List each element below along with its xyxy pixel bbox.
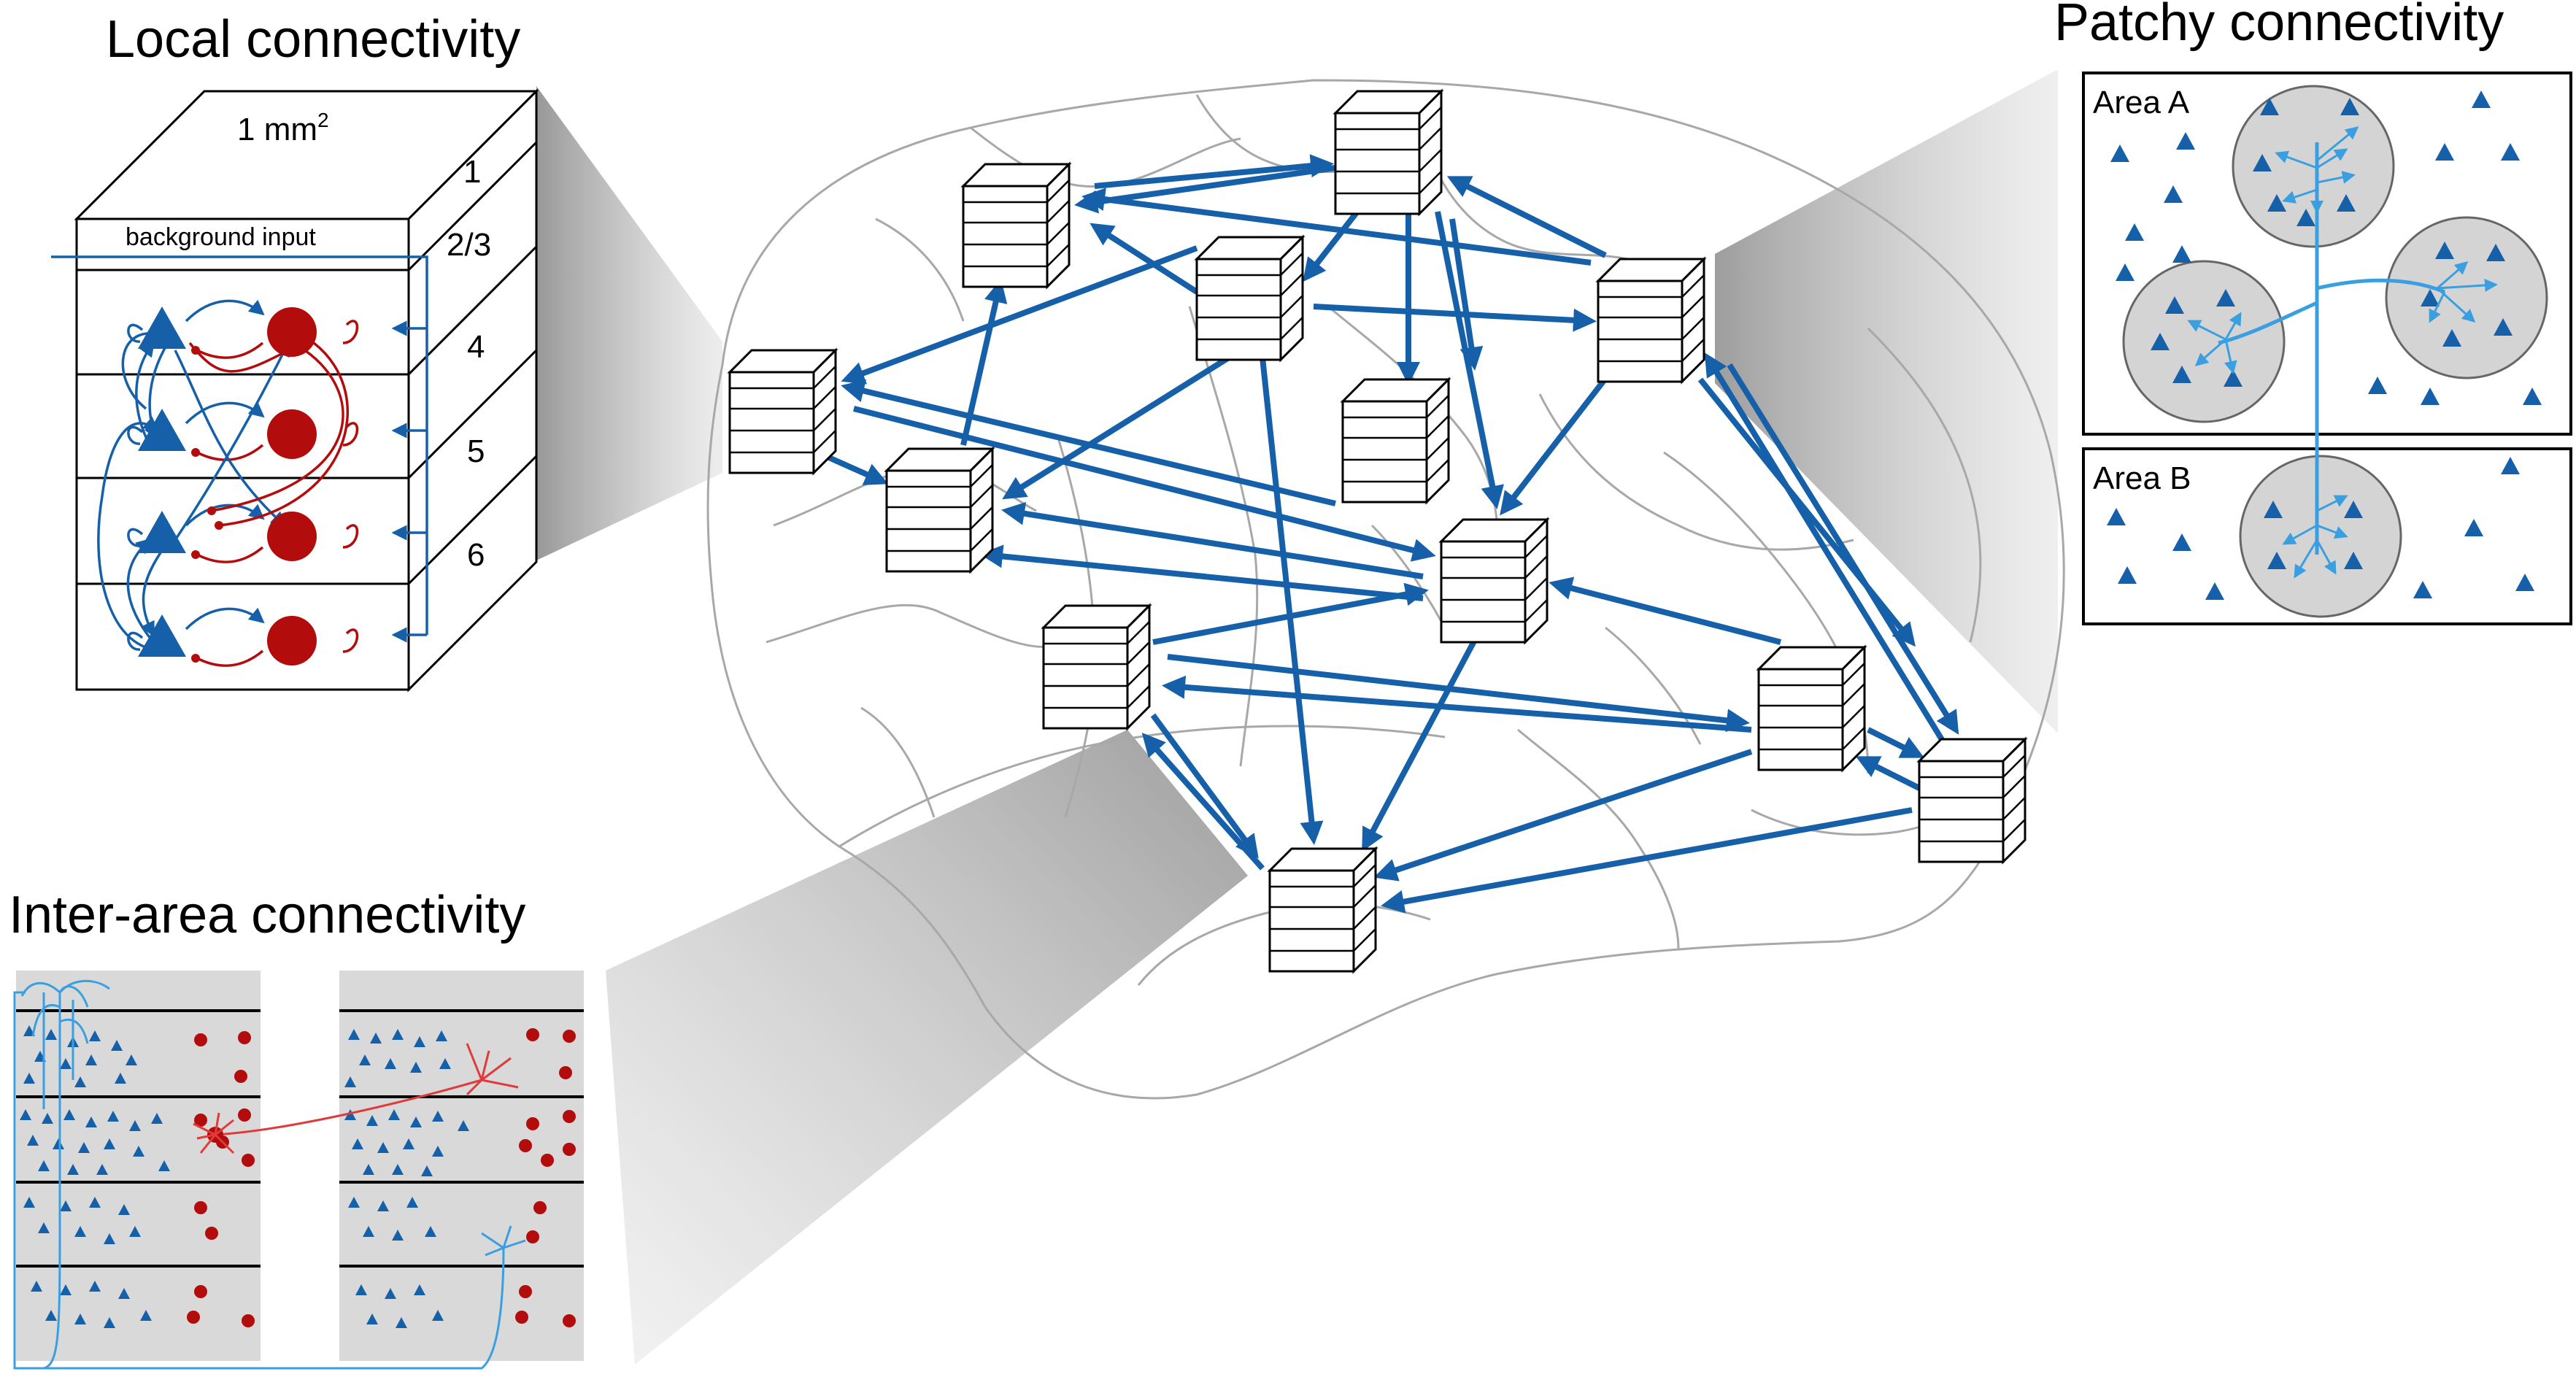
layer-label-5: 5 bbox=[467, 433, 485, 469]
area-cube bbox=[1268, 847, 1377, 973]
inter-area-connectivity-title: Inter-area connectivity bbox=[9, 886, 525, 944]
patchy-connectivity-title: Patchy connectivity bbox=[2054, 0, 2504, 52]
area-a-panel bbox=[2082, 72, 2572, 436]
excitatory-population-l4 bbox=[138, 409, 186, 451]
inhibitory-population-l23 bbox=[267, 307, 317, 357]
zoom-funnel-inter bbox=[606, 730, 1248, 1365]
area-b-panel bbox=[2082, 447, 2572, 625]
area-a-label: Area A bbox=[2093, 85, 2190, 120]
brain-outline bbox=[706, 79, 2065, 1100]
area-cube bbox=[1195, 236, 1304, 361]
local-connectivity-title: Local connectivity bbox=[106, 10, 520, 69]
area-cube bbox=[885, 447, 994, 573]
inter-area-column-right bbox=[339, 971, 584, 1361]
excitatory-population-l5 bbox=[138, 511, 186, 553]
area-cube bbox=[962, 163, 1071, 288]
excitatory-population-l6 bbox=[138, 614, 186, 657]
inter-area-arrows bbox=[816, 154, 1959, 914]
excitatory-population-l23 bbox=[138, 306, 186, 349]
area-cube bbox=[1757, 646, 1866, 771]
background-input-label: background input bbox=[126, 223, 316, 251]
area-cube bbox=[1334, 90, 1443, 215]
area-b-label: Area B bbox=[2093, 460, 2191, 496]
zoom-funnel-local bbox=[536, 86, 722, 560]
layer-label-1: 1 bbox=[463, 154, 481, 190]
inter-area-column-left bbox=[16, 971, 261, 1361]
layer-label-6: 6 bbox=[467, 537, 485, 573]
local-circuit bbox=[97, 299, 359, 667]
inhibitory-population-l4 bbox=[267, 409, 317, 459]
inter-area-axons bbox=[13, 979, 526, 1370]
area-cube bbox=[1918, 738, 2027, 863]
layer-label-2-3: 2/3 bbox=[447, 227, 491, 263]
patch bbox=[2122, 260, 2286, 423]
area-cube bbox=[1042, 604, 1151, 730]
inhibitory-population-l5 bbox=[267, 512, 317, 561]
area-cube bbox=[1597, 258, 1705, 383]
zoom-funnel-patchy bbox=[1715, 69, 2058, 733]
area-cube bbox=[1440, 518, 1549, 644]
patch bbox=[2385, 216, 2548, 379]
background-input-lines bbox=[51, 255, 428, 643]
column-area-label: 1 mm2 bbox=[237, 109, 329, 147]
patchy-axon bbox=[2187, 126, 2498, 579]
area-cube bbox=[728, 349, 837, 474]
patch bbox=[2239, 455, 2402, 618]
layer-label-4: 4 bbox=[467, 329, 485, 365]
area-cube bbox=[1341, 378, 1450, 504]
inhibitory-population-l6 bbox=[267, 616, 317, 666]
